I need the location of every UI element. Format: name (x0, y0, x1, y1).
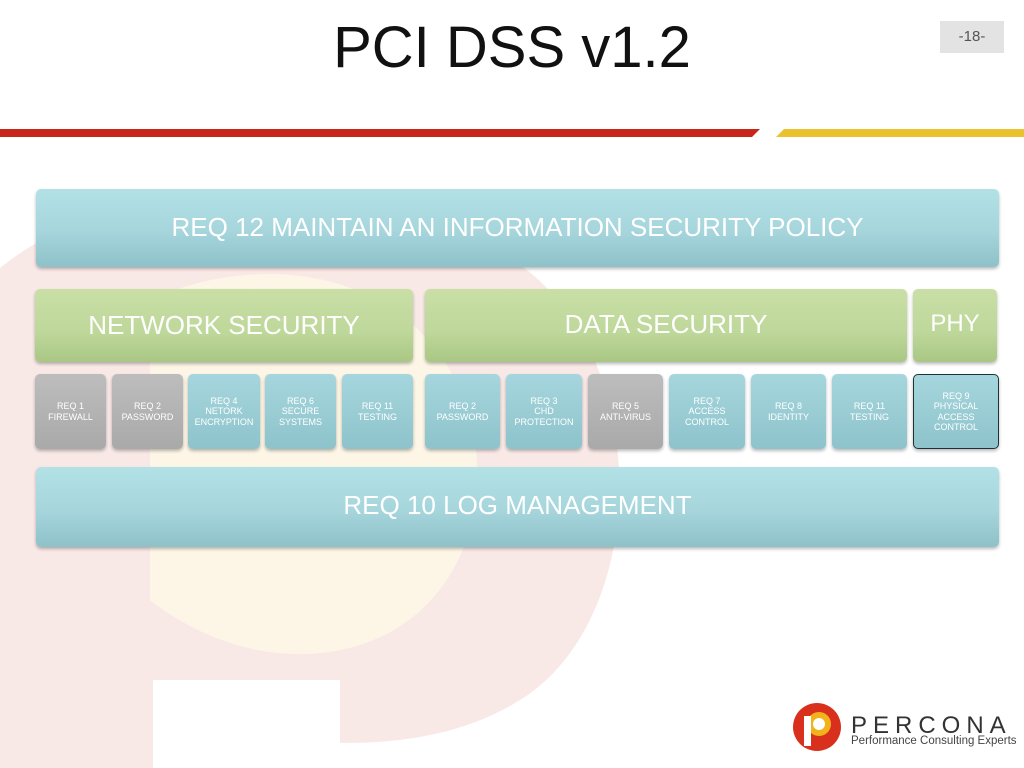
req-box-label: REQ 3 CHD PROTECTION (514, 395, 574, 427)
req-box-label: REQ 9 PHYSICAL ACCESS CONTROL (933, 390, 979, 433)
req12-banner-label: REQ 12 MAINTAIN AN INFORMATION SECURITY … (171, 212, 864, 242)
req-box-label: REQ 7 ACCESS CONTROL (684, 395, 729, 427)
req-box-chd-protection: REQ 3 CHD PROTECTION (506, 374, 582, 449)
header-red-stripe (0, 129, 752, 137)
req-box-label: REQ 1 FIREWALL (48, 401, 93, 422)
network-security-label: NETWORK SECURITY (88, 310, 360, 340)
req-box-label: REQ 2 PASSWORD (121, 401, 174, 422)
req10-banner-label: REQ 10 LOG MANAGEMENT (343, 490, 692, 520)
header-yellow-stripe (784, 129, 1024, 137)
req10-log-banner: REQ 10 LOG MANAGEMENT (36, 467, 999, 547)
req12-policy-banner: REQ 12 MAINTAIN AN INFORMATION SECURITY … (36, 189, 999, 267)
req-box-access-control: REQ 7 ACCESS CONTROL (669, 374, 745, 449)
req-box-network-encryption: REQ 4 NETORK ENCRYPTION (188, 374, 260, 449)
data-security-group: DATA SECURITY (425, 289, 907, 362)
req-box-secure-systems: REQ 6 SECURE SYSTEMS (265, 374, 336, 449)
header-yellow-stripe-tip (776, 129, 784, 137)
req-box-password-network: REQ 2 PASSWORD (112, 374, 183, 449)
req-box-anti-virus: REQ 5 ANTI-VIRUS (588, 374, 663, 449)
physical-security-label: PHY (930, 310, 980, 337)
network-security-group: NETWORK SECURITY (35, 289, 413, 362)
req-box-label: REQ 11 TESTING (357, 401, 397, 422)
percona-wordmark: PERCONA (851, 712, 1012, 739)
percona-tagline: Performance Consulting Experts (851, 735, 1017, 747)
req-box-firewall: REQ 1 FIREWALL (35, 374, 106, 449)
req-box-label: REQ 2 PASSWORD (436, 401, 489, 422)
data-security-label: DATA SECURITY (564, 309, 768, 339)
req-box-label: REQ 4 NETORK ENCRYPTION (194, 395, 254, 427)
physical-security-group: PHY (913, 289, 997, 362)
req-box-label: REQ 6 SECURE SYSTEMS (278, 395, 322, 427)
percona-logo-icon (793, 703, 841, 751)
page-number: -18- (940, 21, 1004, 53)
header-red-stripe-tip (752, 129, 760, 137)
req-box-label: REQ 8 IDENTITY (767, 401, 809, 422)
req-box-password-data: REQ 2 PASSWORD (425, 374, 500, 449)
req-box-testing-network: REQ 11 TESTING (342, 374, 413, 449)
slide-title: PCI DSS v1.2 (333, 15, 691, 80)
req-box-identity: REQ 8 IDENTITY (751, 374, 826, 449)
req-box-physical-access-control: REQ 9 PHYSICAL ACCESS CONTROL (913, 374, 999, 449)
req-box-label: REQ 5 ANTI-VIRUS (599, 401, 651, 422)
req-box-label: REQ 11 TESTING (849, 401, 889, 422)
req-box-testing-data: REQ 11 TESTING (832, 374, 907, 449)
